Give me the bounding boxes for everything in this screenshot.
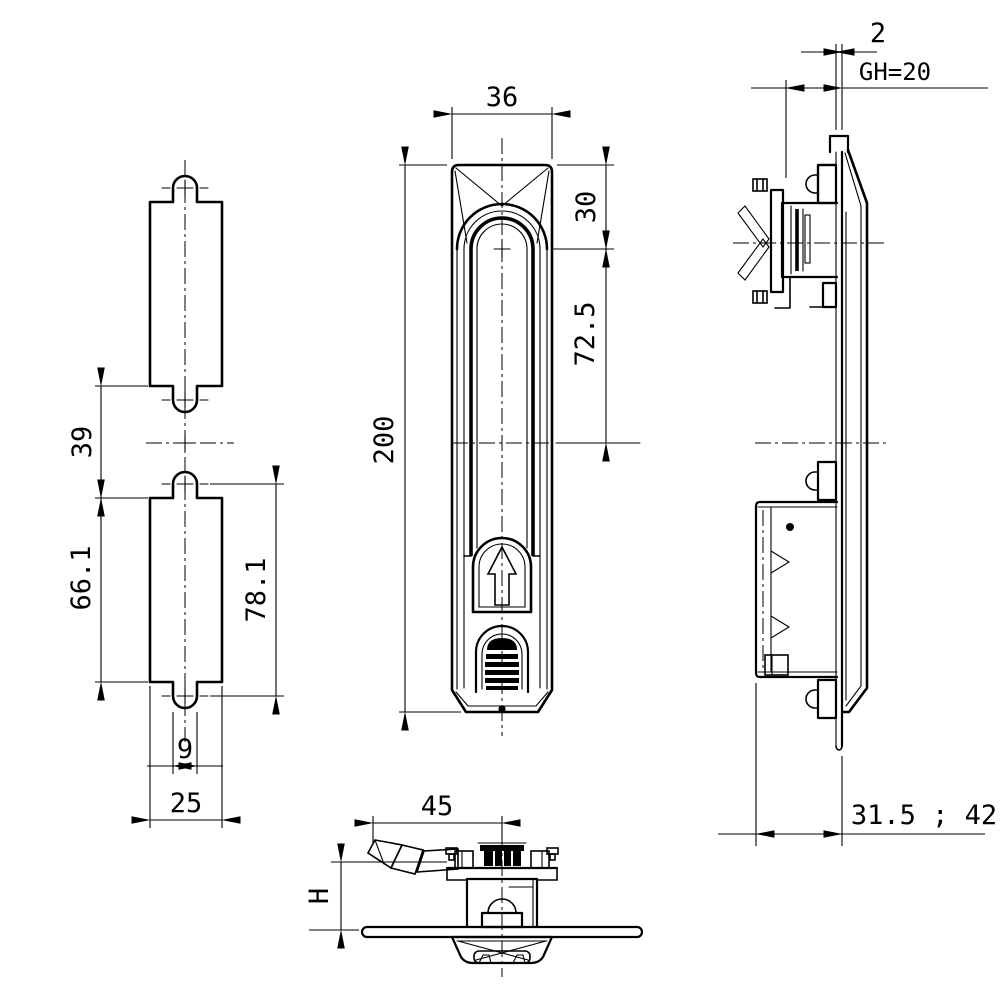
dim-gh20-label: GH=20 xyxy=(859,58,931,86)
cluster-screws xyxy=(445,847,559,861)
dim-30: 30 xyxy=(551,146,614,268)
dome-arch-outer xyxy=(455,202,549,251)
dim-78-1: 78.1 xyxy=(210,465,284,715)
dim-gh20: GH=20 xyxy=(751,58,988,178)
boss-middle xyxy=(805,460,838,502)
dim-66-1-label: 66.1 xyxy=(66,545,97,610)
dim-45: 45 xyxy=(354,791,521,844)
dim-36: 36 xyxy=(433,82,571,159)
handle-slot-lines xyxy=(456,248,548,690)
upper-cutout-outline xyxy=(148,174,224,414)
dome-center-mark xyxy=(493,240,511,258)
dim-depth-label: 31.5 ; 42 xyxy=(851,800,997,831)
dome-arch-thick xyxy=(469,216,535,250)
handle-body-outline xyxy=(450,163,554,714)
dim-78-1-label: 78.1 xyxy=(241,557,272,622)
center-marks xyxy=(161,179,209,705)
dome-arch-mid1 xyxy=(463,210,541,250)
dim-30-label: 30 xyxy=(571,191,602,224)
dim-h-label: H xyxy=(304,888,335,904)
cam-tongue xyxy=(769,188,785,294)
case-chamfer-upper xyxy=(770,550,791,574)
handle-top-view: 45 H xyxy=(304,791,644,977)
dim-39: 39 xyxy=(67,367,148,517)
dim-72-5: 72.5 xyxy=(570,230,610,462)
case-screw xyxy=(786,523,794,531)
lock-body xyxy=(465,877,539,929)
handle-bottom-details xyxy=(455,691,549,713)
case-foot xyxy=(764,654,789,676)
dim-66-1: 66.1 xyxy=(66,479,148,701)
lever-forearm xyxy=(415,848,459,873)
handle-side-view: 2 GH=20 31.5 ; 42 xyxy=(718,18,997,846)
ribbed-grip xyxy=(474,624,530,694)
handle-top-sculpt xyxy=(454,167,550,244)
dim-25: 25 xyxy=(131,686,241,828)
base-plate xyxy=(828,134,850,751)
swing-lever xyxy=(366,839,459,875)
mounting-cutout-view: 39 66.1 78.1 9 25 xyxy=(66,160,284,828)
plate-top-nub xyxy=(828,134,850,154)
cam-mechanism xyxy=(737,163,839,309)
handle-cup xyxy=(450,935,554,965)
cam-lower-step xyxy=(774,276,791,309)
bottom-screw xyxy=(498,705,506,713)
dim-200: 200 xyxy=(369,146,461,731)
lock-case xyxy=(754,500,839,679)
dim-45-label: 45 xyxy=(421,791,454,822)
case-chamfer-lower xyxy=(770,615,791,639)
cam-wing-lower xyxy=(737,238,770,281)
boss-top xyxy=(816,163,838,205)
handle-front-view: 36 200 30 72.5 xyxy=(369,82,641,736)
cam-cluster xyxy=(445,842,559,881)
handle-side-profile xyxy=(841,148,869,714)
dim-200-label: 200 xyxy=(369,416,400,465)
dim-36-label: 36 xyxy=(486,82,519,113)
lever-grip xyxy=(366,839,404,870)
dim-depth: 31.5 ; 42 xyxy=(718,683,997,846)
dim-2-label: 2 xyxy=(870,18,886,49)
dim-9: 9 xyxy=(147,712,223,774)
plate-tab xyxy=(821,281,838,309)
dim-25-label: 25 xyxy=(170,788,203,819)
push-button xyxy=(471,536,533,614)
dim-39-label: 39 xyxy=(67,426,98,459)
arrow-up-icon xyxy=(486,545,518,606)
cam-screws xyxy=(752,178,768,304)
dim-9-label: 9 xyxy=(177,734,193,765)
lower-cutout-outline xyxy=(148,470,224,710)
cam-wing-upper xyxy=(737,205,770,248)
cylinder-dome xyxy=(487,898,517,914)
boss-bottom xyxy=(805,678,838,720)
dome-arch-inner xyxy=(476,223,528,250)
dim-72-5-label: 72.5 xyxy=(570,301,601,366)
plate-bottom-tip xyxy=(835,745,843,751)
dim-h: H xyxy=(304,843,447,949)
